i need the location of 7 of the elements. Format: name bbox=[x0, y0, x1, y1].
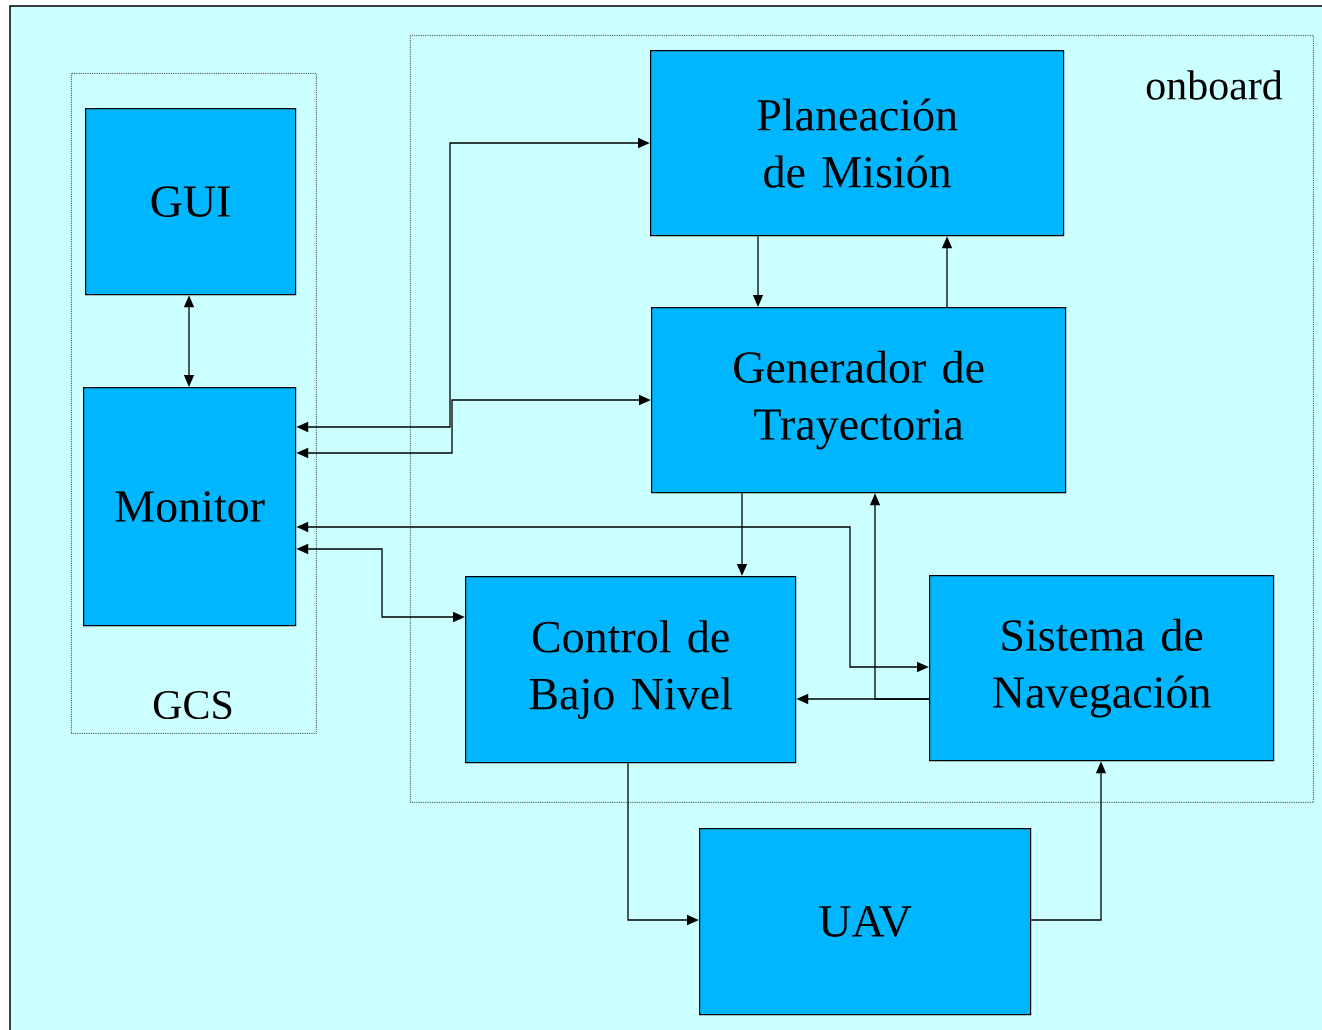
process-box: UAV bbox=[699, 828, 1032, 1016]
process-box: GUI bbox=[85, 108, 297, 296]
process-box: Sistema de Navegación bbox=[929, 575, 1275, 762]
process-box: Planeación de Misión bbox=[650, 50, 1065, 237]
process-box: Generador de Trayectoria bbox=[651, 307, 1067, 494]
process-box: Control de Bajo Nivel bbox=[465, 576, 797, 764]
process-box: Monitor bbox=[83, 387, 297, 627]
